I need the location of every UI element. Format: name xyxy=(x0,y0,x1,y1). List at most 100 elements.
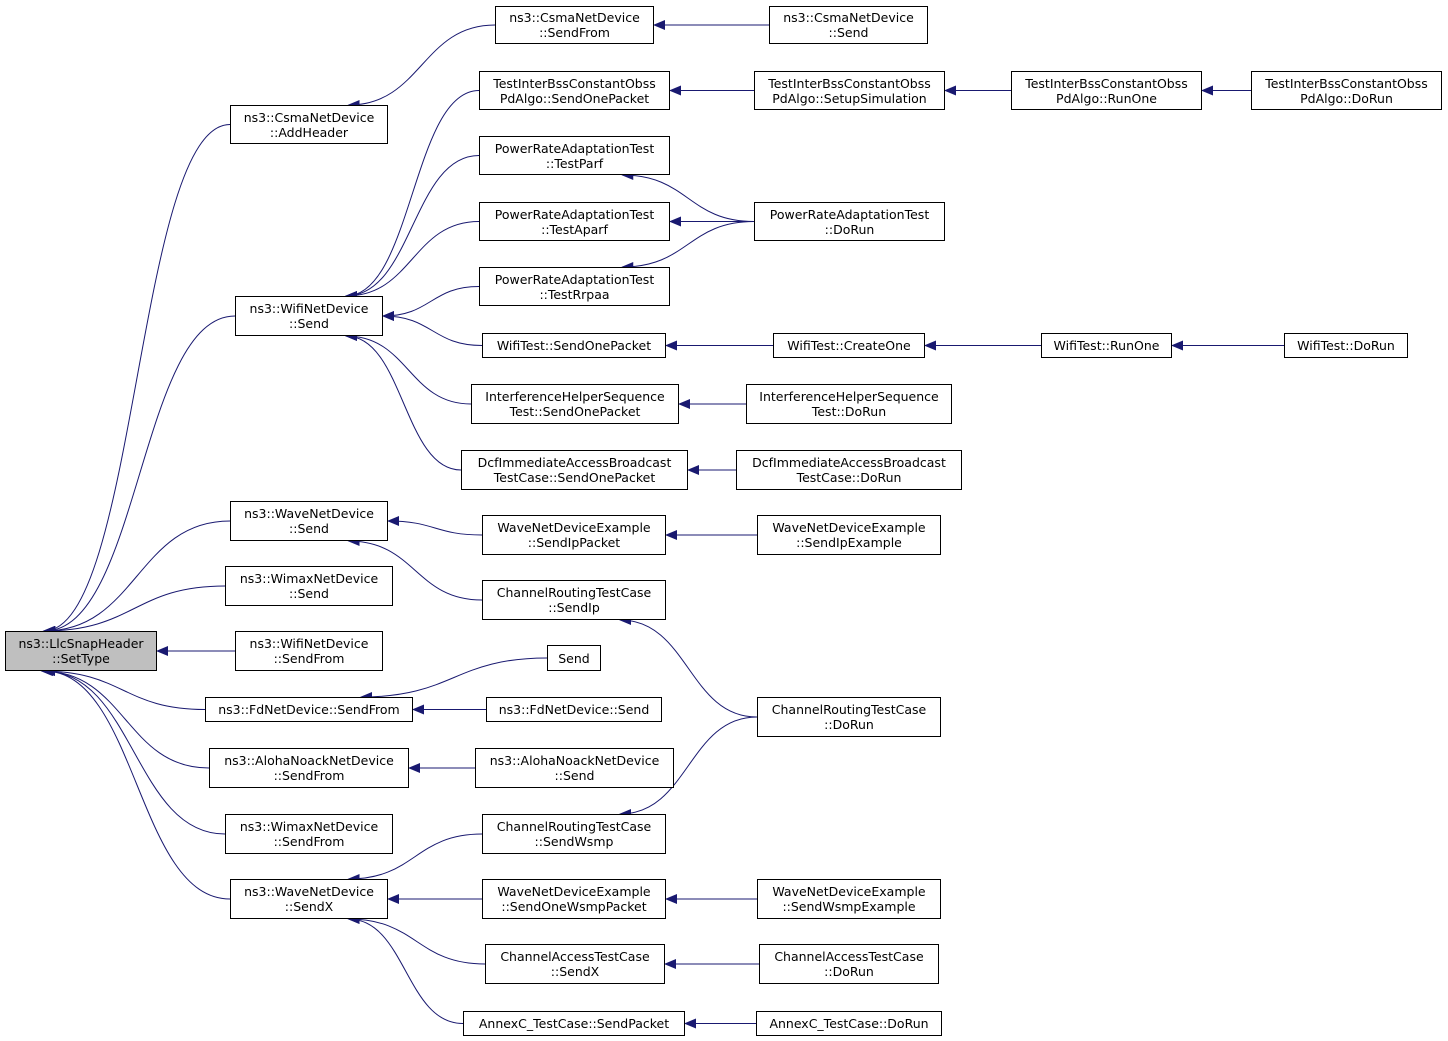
graph-node-wimax-send[interactable]: ns3::WimaxNetDevice::Send xyxy=(225,566,393,606)
graph-node-wave-sendx[interactable]: ns3::WaveNetDevice::SendX xyxy=(230,879,388,919)
node-label-second-line: ::SendFrom xyxy=(273,834,345,849)
graph-node-aloha-send[interactable]: ns3::AlohaNoackNetDevice::Send xyxy=(475,748,674,788)
node-label-first-line: PowerRateAdaptationTest xyxy=(494,140,655,156)
node-label-first-line: PowerRateAdaptationTest xyxy=(494,271,655,287)
node-label-second-line: Test::DoRun xyxy=(811,404,887,419)
graph-node-fd-send[interactable]: ns3::FdNetDevice::Send xyxy=(486,697,662,722)
graph-node-pra-dorun[interactable]: PowerRateAdaptationTest::DoRun xyxy=(754,202,945,241)
node-label-second-line: PdAlgo::RunOne xyxy=(1056,90,1157,106)
graph-node-catc-dorun[interactable]: ChannelAccessTestCase::DoRun xyxy=(759,944,939,984)
node-label-second-line: ::SendX xyxy=(284,899,334,914)
node-label-second-line: ::SendFrom xyxy=(539,25,610,40)
node-label-second-line: ::Send xyxy=(289,521,329,536)
node-label-second-line: ::Send xyxy=(289,316,329,331)
node-label-first-line: ns3::AlohaNoackNetDevice xyxy=(224,753,394,768)
node-label-second-line: ::SendOneWsmpPacket xyxy=(501,899,647,914)
edge-wimax-sendfrom-to-root xyxy=(42,666,226,835)
edge-csma-addheader-to-root xyxy=(43,124,231,636)
node-label-first-line: PowerRateAdaptationTest xyxy=(494,206,655,222)
graph-node-fd-sendfrom[interactable]: ns3::FdNetDevice::SendFrom xyxy=(205,697,413,722)
node-label-first-line: WaveNetDeviceExample xyxy=(497,520,651,535)
node-label-second-line: ::TestRrpaa xyxy=(539,286,610,302)
node-label-second-line: ::SendFrom xyxy=(273,651,345,666)
graph-node-pra-rrpaa[interactable]: PowerRateAdaptationTest::TestRrpaa xyxy=(479,267,670,306)
edge-crtc-dorun-to-crtc-sendwsmp xyxy=(619,716,758,819)
node-label-first-line: ChannelRoutingTestCase xyxy=(771,702,927,717)
graph-node-wifi-send[interactable]: ns3::WifiNetDevice::Send xyxy=(235,296,383,336)
edge-wimax-send-to-root xyxy=(42,585,226,636)
node-label-first-line: ns3::FdNetDevice::SendFrom xyxy=(218,702,400,717)
edge-fd-sendfrom-to-root xyxy=(40,666,206,710)
graph-node-crtc-sendip[interactable]: ChannelRoutingTestCase::SendIp xyxy=(482,580,666,620)
node-label-first-line: WifiTest::RunOne xyxy=(1053,338,1160,353)
edge-pra-dorun-to-pra-parf xyxy=(621,170,755,222)
node-label-second-line: TestCase::DoRun xyxy=(796,470,902,485)
edge-send-to-fd-sendfrom xyxy=(360,657,548,702)
edge-pra-rrpaa-to-wifi-send xyxy=(382,286,480,321)
graph-node-crtc-sendwsmp[interactable]: ChannelRoutingTestCase::SendWsmp xyxy=(482,814,666,854)
node-label-first-line: ChannelAccessTestCase xyxy=(774,949,924,964)
node-label-first-line: Send xyxy=(558,650,590,666)
graph-node-wave-send[interactable]: ns3::WaveNetDevice::Send xyxy=(230,501,388,541)
node-label-second-line: ::DoRun xyxy=(824,717,874,732)
node-label-second-line: ::Send xyxy=(289,586,329,601)
node-label-first-line: DcfImmediateAccessBroadcast xyxy=(477,455,672,470)
graph-node-pra-aparf[interactable]: PowerRateAdaptationTest::TestAparf xyxy=(479,202,670,241)
node-label-first-line: ns3::WaveNetDevice xyxy=(244,506,374,521)
node-label-second-line: ::SendX xyxy=(550,964,600,979)
graph-node-wt-create[interactable]: WifiTest::CreateOne xyxy=(773,333,925,358)
graph-node-wt-sendone[interactable]: WifiTest::SendOnePacket xyxy=(482,333,666,358)
node-label-second-line: PdAlgo::DoRun xyxy=(1300,90,1393,106)
node-label-first-line: PowerRateAdaptationTest xyxy=(769,206,930,222)
node-label-first-line: ns3::AlohaNoackNetDevice xyxy=(489,753,660,768)
graph-node-wnde-sendwsmpex[interactable]: WaveNetDeviceExample::SendWsmpExample xyxy=(757,879,941,919)
graph-node-catc-sendx[interactable]: ChannelAccessTestCase::SendX xyxy=(485,944,665,984)
node-label-second-line: ::SendWsmp xyxy=(534,834,614,849)
graph-node-csma-addheader[interactable]: ns3::CsmaNetDevice::AddHeader xyxy=(230,105,388,144)
graph-node-annexc-send[interactable]: AnnexC_TestCase::SendPacket xyxy=(463,1011,685,1036)
edge-wt-sendone-to-wifi-send xyxy=(382,311,483,346)
node-label-second-line: ::TestAparf xyxy=(541,221,608,237)
graph-node-wimax-sendfrom[interactable]: ns3::WimaxNetDevice::SendFrom xyxy=(225,814,393,854)
graph-node-wnde-sendwsmp[interactable]: WaveNetDeviceExample::SendOneWsmpPacket xyxy=(482,879,666,919)
graph-node-pra-parf[interactable]: PowerRateAdaptationTest::TestParf xyxy=(479,136,670,175)
graph-node-wifi-sendfrom[interactable]: ns3::WifiNetDevice::SendFrom xyxy=(235,631,383,671)
edge-ihs-send-to-wifi-send xyxy=(345,331,472,405)
graph-node-wnde-sendip[interactable]: WaveNetDeviceExample::SendIpPacket xyxy=(482,515,666,555)
graph-node-csma-send[interactable]: ns3::CsmaNetDevice::Send xyxy=(769,6,928,44)
edge-annexc-send-to-wave-sendx xyxy=(347,914,464,1024)
graph-node-wt-dorun[interactable]: WifiTest::DoRun xyxy=(1284,333,1408,358)
node-label-first-line: WifiTest::SendOnePacket xyxy=(496,338,652,353)
node-label-first-line: ns3::FdNetDevice::Send xyxy=(498,702,650,717)
node-label-first-line: ChannelRoutingTestCase xyxy=(496,819,652,834)
graph-node-send[interactable]: Send xyxy=(547,645,601,671)
node-label-first-line: DcfImmediateAccessBroadcast xyxy=(752,455,946,470)
graph-node-annexc-dorun[interactable]: AnnexC_TestCase::DoRun xyxy=(756,1011,942,1036)
node-label-second-line: PdAlgo::SendOnePacket xyxy=(499,90,650,106)
node-label-second-line: PdAlgo::SetupSimulation xyxy=(772,90,927,106)
graph-node-csma-sendfrom[interactable]: ns3::CsmaNetDevice::SendFrom xyxy=(495,6,654,44)
edge-pra-aparf-to-wifi-send xyxy=(345,221,480,301)
graph-node-wt-runone[interactable]: WifiTest::RunOne xyxy=(1041,333,1172,358)
graph-node-crtc-dorun[interactable]: ChannelRoutingTestCase::DoRun xyxy=(757,697,941,737)
node-label-second-line: ::DoRun xyxy=(824,221,875,237)
node-label-first-line: ns3::LlcSnapHeader xyxy=(18,636,144,651)
graph-node-wnde-sendipex[interactable]: WaveNetDeviceExample::SendIpExample xyxy=(757,515,941,555)
node-label-second-line: Test::SendOnePacket xyxy=(509,404,641,419)
node-label-first-line: WaveNetDeviceExample xyxy=(772,884,926,899)
node-label-first-line: ns3::WifiNetDevice xyxy=(249,301,369,316)
node-label-second-line: ::SendIpExample xyxy=(796,535,902,550)
edge-crtc-sendwsmp-to-wave-sendx xyxy=(347,833,483,884)
node-label-first-line: TestInterBssConstantObss xyxy=(1265,75,1428,91)
node-label-first-line: ns3::CsmaNetDevice xyxy=(243,109,375,125)
graph-node-aloha-sendfrom[interactable]: ns3::AlohaNoackNetDevice::SendFrom xyxy=(209,748,409,788)
